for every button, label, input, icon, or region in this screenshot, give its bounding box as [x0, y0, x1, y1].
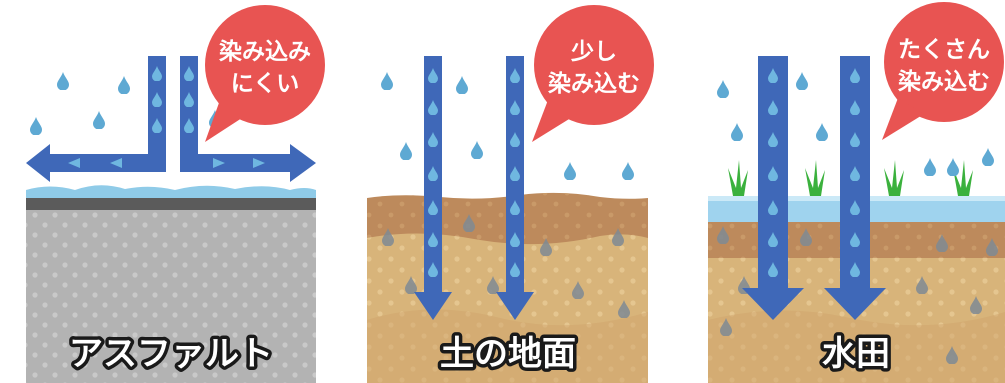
speech-bubble-paddy: たくさん 染み込む	[882, 2, 1004, 140]
bubble-line-1: 染み込み	[219, 38, 311, 65]
bubble-line-1: 少し	[570, 39, 617, 65]
panel-label-paddy: 水田	[822, 334, 890, 374]
panel-label-asphalt: アスファルト	[69, 334, 273, 374]
bubble-line-2: にくい	[231, 71, 300, 97]
soil-panel: 少し 染み込む 土の地面	[367, 5, 654, 383]
runoff-arrows	[26, 56, 316, 182]
bubble-line-2: 染み込む	[548, 70, 640, 97]
paddy-panel: たくさん 染み込む 水田	[708, 2, 1005, 383]
bubble-line-1: たくさん	[898, 37, 990, 63]
infiltration-arrows	[742, 56, 886, 320]
asphalt-surface	[26, 198, 316, 210]
panel-label-soil: 土の地面	[440, 334, 576, 374]
speech-bubble-soil: 少し 染み込む	[532, 5, 654, 142]
surface-water	[26, 185, 316, 198]
bubble-line-2: 染み込む	[898, 68, 990, 95]
infiltration-arrows	[414, 56, 534, 320]
rice-plants	[728, 160, 973, 196]
asphalt-panel: 染み込み にくい アスファルト	[26, 5, 325, 383]
speech-bubble-asphalt: 染み込み にくい	[205, 5, 325, 142]
